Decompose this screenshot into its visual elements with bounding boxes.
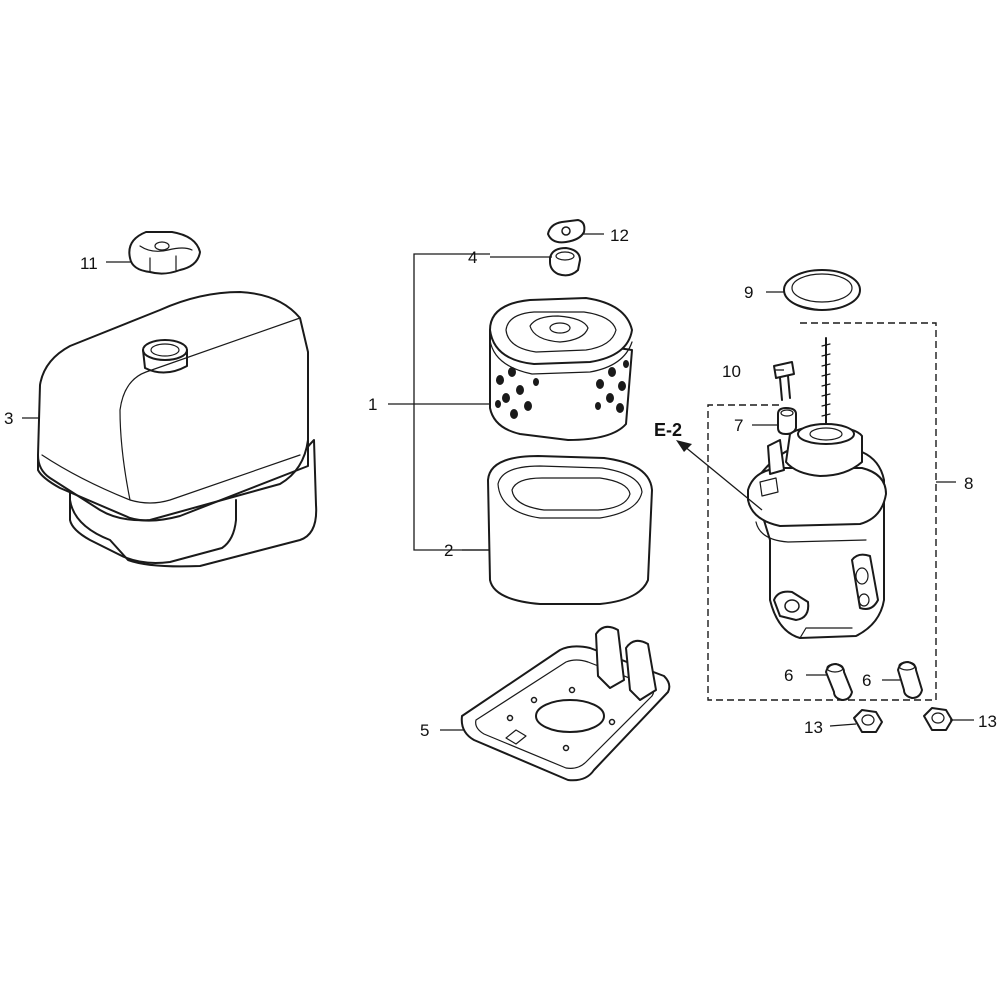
part-foam-element: [487, 455, 653, 605]
callout-9: 9: [744, 283, 753, 302]
callout-13-left: 13: [804, 718, 823, 737]
part-clip: [547, 219, 586, 244]
reference-label: E-2: [654, 420, 682, 440]
callout-10: 10: [722, 362, 741, 381]
part-stud-right: [897, 661, 923, 699]
reference-arrow: [676, 440, 763, 511]
callout-5: 5: [420, 721, 429, 740]
part-wing-nut: [128, 231, 201, 275]
callout-2: 2: [444, 541, 453, 560]
callout-6-left: 6: [784, 666, 793, 685]
callout-13-right: 13: [978, 712, 997, 731]
callout-1: 1: [368, 395, 377, 414]
callout-11: 11: [80, 254, 98, 273]
part-air-cleaner-cover: [37, 291, 318, 568]
part-nut-right: [923, 707, 953, 731]
part-elbow-assembly: [747, 337, 887, 639]
callout-6-right: 6: [862, 671, 871, 690]
part-seal-ring: [783, 269, 861, 311]
part-collar: [777, 407, 797, 435]
part-nut-left: [853, 709, 883, 733]
callout-7: 7: [734, 416, 743, 435]
callout-3: 3: [4, 409, 13, 428]
bracket-filter-group: [413, 253, 490, 551]
part-filter-element: [489, 297, 633, 441]
callout-4: 4: [468, 248, 477, 267]
part-bolt: [773, 361, 795, 401]
callout-12: 12: [610, 226, 629, 245]
bracket-elbow-group: [707, 322, 937, 701]
callout-8: 8: [964, 474, 973, 493]
leader-13-left: [829, 723, 857, 727]
part-stud-left: [825, 663, 853, 701]
part-base: [460, 625, 671, 782]
part-grommet: [549, 247, 581, 277]
